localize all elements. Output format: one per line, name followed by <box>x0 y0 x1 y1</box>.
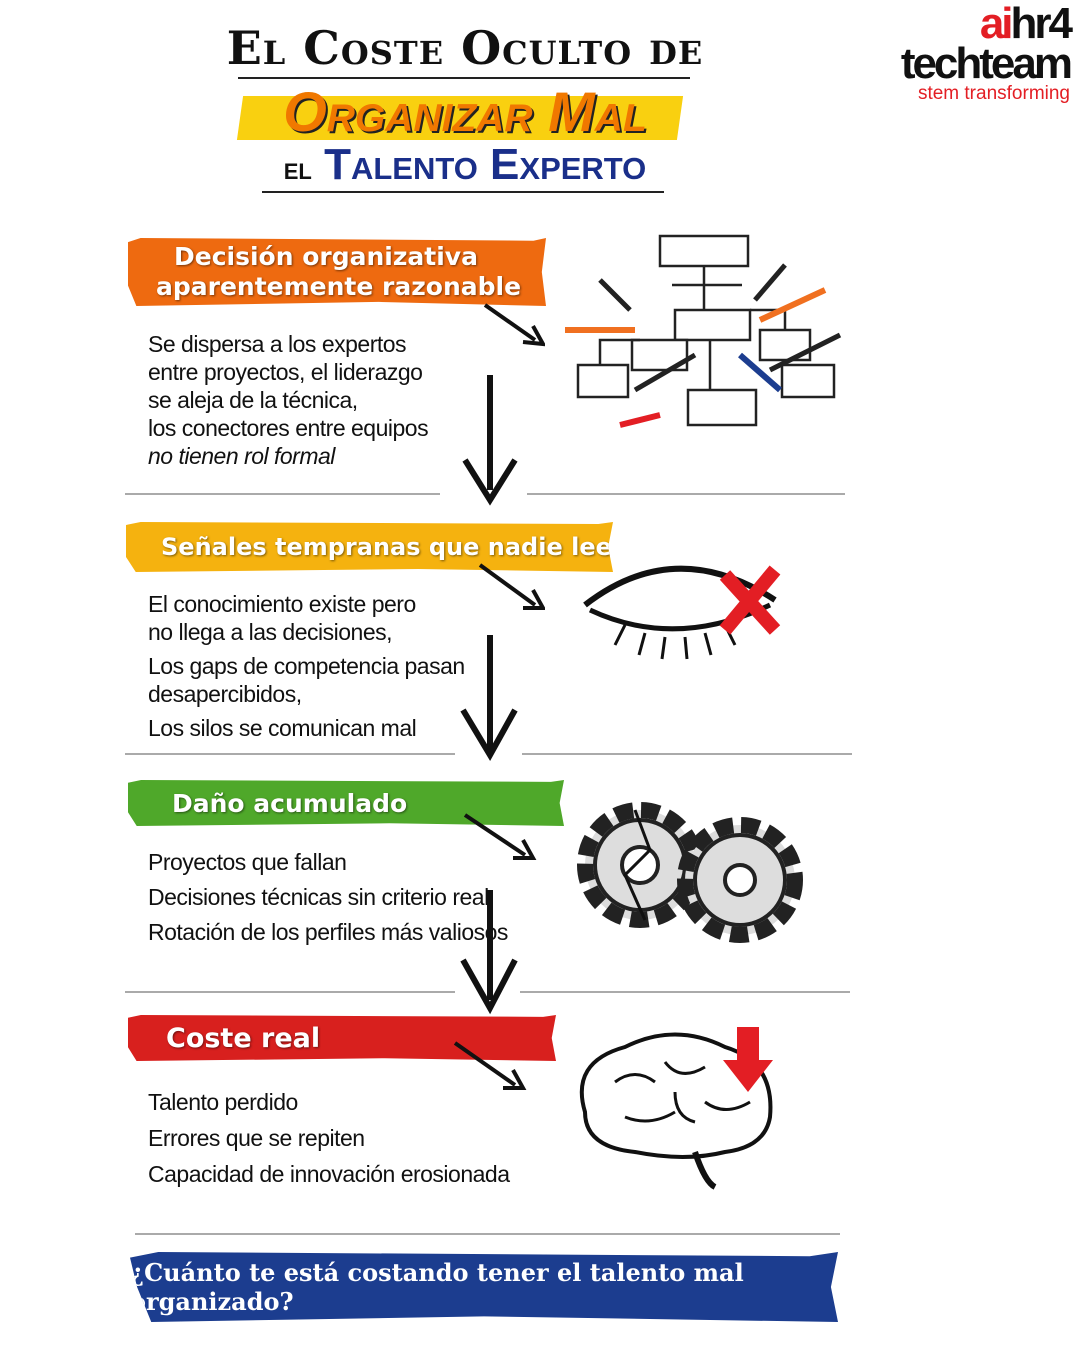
section-2-text: El conocimiento existe pero no llega a l… <box>148 590 465 742</box>
section-3-banner: Daño acumulado <box>128 780 564 826</box>
logo-ai: ai <box>979 0 1014 48</box>
section-2-title: Señales tempranas que nadie lee <box>161 533 612 561</box>
section-4-text: Talento perdido Errores que se repiten C… <box>148 1084 510 1192</box>
section-1-subtitle: aparentemente razonable <box>156 272 522 301</box>
text-line: Capacidad de innovación erosionada <box>148 1161 510 1187</box>
text-line: Se dispersa a los expertos <box>148 331 407 357</box>
section-4-banner: Coste real <box>128 1015 556 1061</box>
title-prefix: el <box>283 150 312 186</box>
logo-top: aihr4 <box>980 2 1073 46</box>
section-1-banner: Decisión organizativa aparentemente razo… <box>128 238 546 306</box>
text-line: Los gaps de competencia pasan <box>148 653 465 679</box>
title-line-3: el Talento Experto <box>0 142 930 188</box>
text-line: Errores que se repiten <box>148 1125 365 1151</box>
text-line: El conocimiento existe pero <box>148 591 416 617</box>
text-line: Rotación de los perfiles más valiosos <box>148 919 508 945</box>
divider <box>522 753 852 755</box>
text-line: desapercibidos, <box>148 681 302 707</box>
org-chart-icon <box>565 234 842 428</box>
flow-arrows <box>460 813 537 1015</box>
flow-arrows <box>460 563 545 761</box>
text-line: no llega a las decisiones, <box>148 619 392 645</box>
section-1-title: Decisión organizativa <box>174 242 478 271</box>
text-line: Decisiones técnicas sin criterio real <box>148 884 489 910</box>
divider <box>125 493 440 495</box>
section-3-text: Proyectos que fallan Decisiones técnicas… <box>148 845 508 950</box>
text-line: Talento perdido <box>148 1089 298 1115</box>
cta-banner: ¿Cuánto te está costando tener el talent… <box>130 1252 838 1322</box>
title-rule-bottom <box>262 191 664 193</box>
divider <box>527 493 845 495</box>
text-line: entre proyectos, el liderazgo <box>148 359 423 385</box>
title-rule <box>238 77 690 79</box>
divider <box>135 1233 840 1235</box>
text-line: no tienen rol formal <box>148 443 335 469</box>
broken-gears-icon <box>577 802 803 943</box>
title-main: Talento Experto <box>324 140 647 189</box>
brain-down-icon <box>579 1027 773 1190</box>
section-2-banner: Señales tempranas que nadie lee <box>126 522 613 572</box>
section-1-text: Se dispersa a los expertos entre proyect… <box>148 330 429 470</box>
text-line: se aleja de la técnica, <box>148 387 358 413</box>
cta-text: ¿Cuánto te está costando tener el talent… <box>130 1258 744 1316</box>
text-line: Proyectos que fallan <box>148 849 347 875</box>
divider <box>125 753 455 755</box>
logo-techteam: techteam <box>900 39 1073 88</box>
logo-hr4: hr4 <box>1010 0 1074 48</box>
divider <box>125 991 455 993</box>
title-line-1: El Coste Oculto de <box>226 21 704 75</box>
flow-arrow <box>453 1041 527 1090</box>
text-line: Los silos se comunican mal <box>148 715 417 741</box>
title-line-2: Organizar Mal <box>283 80 647 143</box>
divider <box>520 991 850 993</box>
flow-arrows <box>462 303 545 506</box>
section-3-title: Daño acumulado <box>172 788 408 818</box>
closed-eye-icon <box>583 565 781 660</box>
section-4-title: Coste real <box>166 1022 321 1054</box>
text-line: los conectores entre equipos <box>148 415 429 441</box>
logo-tagline: stem transforming <box>917 83 1070 104</box>
